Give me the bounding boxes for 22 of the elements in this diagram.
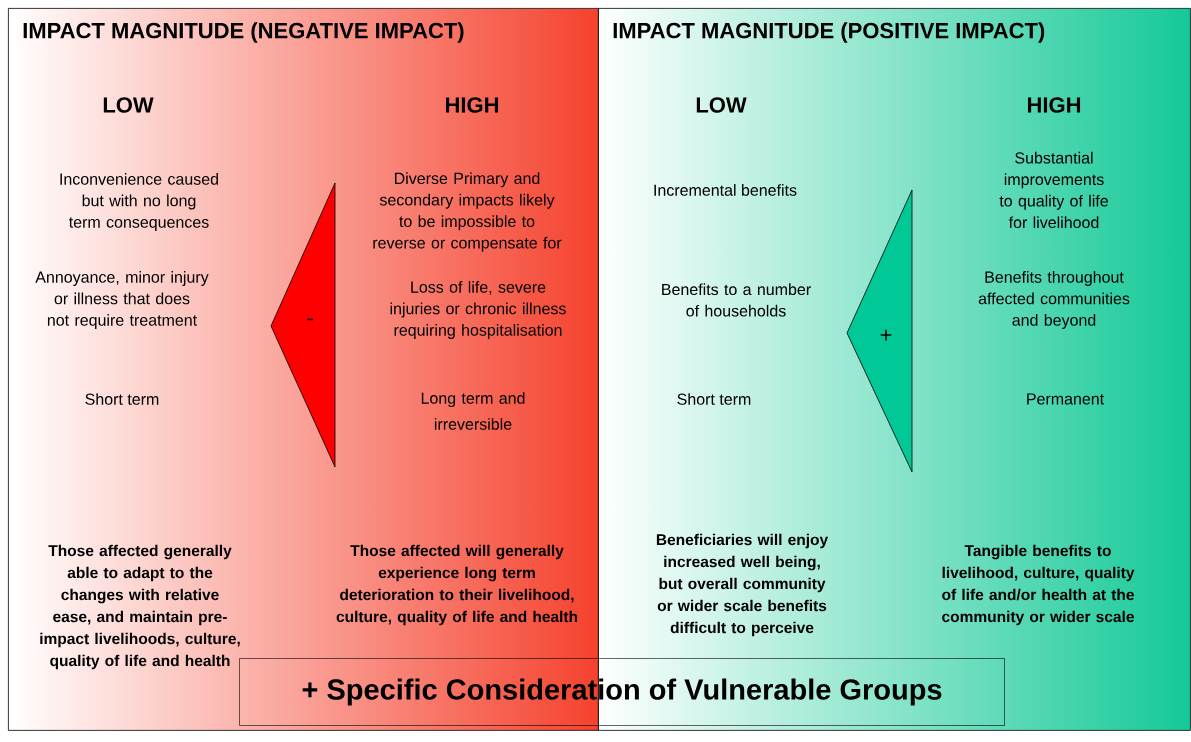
description-text: Permanent [1027,393,1104,405]
summary-text: Beneficiaries will enjoy increased well being, but overall community or wider scale benefits difficult to perceive [656,533,829,637]
triangle: - [270,182,336,468]
description-text: Short term [677,393,751,405]
description-text: Annoyance, minor injury or illness that does not require treatment [35,271,209,329]
summary-text: Tangible benefits to livelihood, culture, quality of life and/or health at the community or wider scale [942,544,1135,626]
column-heading: HIGH [446,97,499,113]
description-text: Loss of life, severe injuries or chronic illness requiring hospitalisation [390,281,566,339]
summary-text: Those affected generally able to adapt to the changes with relative ease, and maintain pre-impact livelihoods, culture, quality of life and health [40,544,240,670]
description-text: Inconvenience caused but with no long term consequences [60,173,218,231]
description-text: Benefits throughout affected communities and beyond [978,271,1130,329]
description-text: Diverse Primary and secondary impacts likely to be impossible to reverse or compensate for [373,172,562,252]
description-text: Substantial improvements to quality of life for livelihood [999,151,1108,229]
summary-text: Those affected will generally experience long term deterioration to their livelihood, culture, quality of life and health [336,544,578,626]
column-heading: HIGH [1028,97,1081,113]
description-text: Long term and irreversible [421,392,525,430]
description-text: Short term [85,393,159,405]
description-text: Incremental benefits [654,184,797,196]
column-heading: LOW [103,97,154,113]
triangle: + [846,189,913,473]
column-heading: LOW [696,97,747,113]
description-text: Benefits to a number of households [662,283,811,317]
